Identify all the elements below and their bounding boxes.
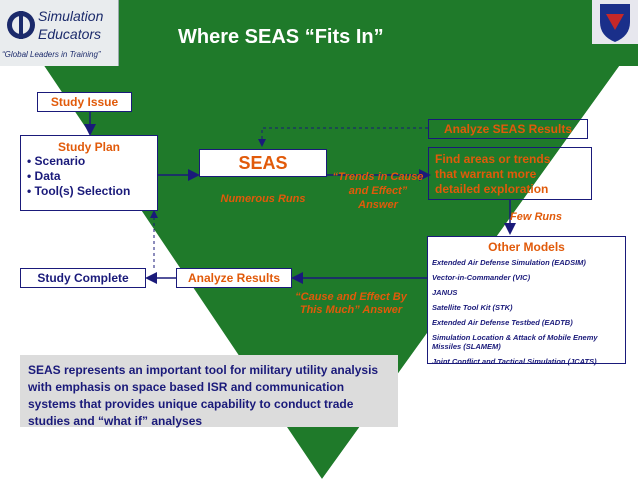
study-plan-box: Study Plan • Scenario • Data • Tool(s) S…	[20, 135, 158, 211]
few-runs-label: Few Runs	[510, 211, 562, 223]
other-models-box: Other Models Extended Air Defense Simula…	[427, 236, 626, 366]
cause-effect-label: “Cause and Effect By This Much” Answer	[295, 291, 407, 316]
study-issue-box: Study Issue	[37, 92, 132, 112]
model-item: Extended Air Defense Simulation (EADSIM)	[432, 258, 586, 267]
model-item: JANUS	[432, 288, 458, 297]
logo-line1: Simulation	[38, 8, 104, 24]
seas-title: SEAS	[199, 149, 327, 177]
summary-note: SEAS represents an important tool for mi…	[20, 355, 398, 428]
find-areas-box: Find areas or trends that warrant more d…	[428, 147, 592, 200]
header-bar: Simulation Educators “Global Leaders in …	[0, 0, 638, 66]
model-item: Satellite Tool Kit (STK)	[432, 303, 513, 312]
study-complete-box: Study Complete	[20, 268, 146, 288]
study-complete-label: Study Complete	[37, 271, 129, 285]
logo-line2: Educators	[38, 26, 102, 42]
logo-tagline: “Global Leaders in Training”	[2, 50, 101, 59]
model-item: Extended Air Defense Testbed (EADTB)	[432, 318, 573, 327]
study-plan-item: • Data	[27, 169, 61, 183]
model-item: Joint Conflict and Tactical Simulation (…	[432, 357, 597, 366]
analyze-results-label: Analyze Results	[187, 271, 281, 285]
analyze-results-box: Analyze Results	[176, 268, 292, 288]
study-issue-label: Study Issue	[50, 95, 119, 109]
emblem-icon	[592, 0, 638, 44]
page-title: Where SEAS “Fits In”	[178, 26, 384, 48]
seas-subtitle: Numerous Runs	[220, 193, 306, 205]
logo-icon	[7, 11, 35, 39]
model-item: Simulation Location & Attack of Mobile E…	[432, 333, 598, 351]
other-models-list: Extended Air Defense Simulation (EADSIM)…	[432, 258, 621, 366]
study-plan-item: • Tool(s) Selection	[27, 184, 131, 198]
model-item: Vector-in-Commander (VIC)	[432, 273, 531, 282]
other-models-title: Other Models	[488, 240, 565, 254]
seas-box: SEAS Numerous Runs	[199, 145, 327, 205]
trends-label: “Trends in Cause and Effect” Answer	[332, 171, 424, 211]
logo: Simulation Educators “Global Leaders in …	[0, 0, 119, 66]
study-plan-item: • Scenario	[27, 154, 86, 168]
find-areas-label: Find areas or trends that warrant more d…	[435, 152, 551, 196]
analyze-seas-results-box: Analyze SEAS Results	[428, 119, 588, 139]
study-plan-title: Study Plan	[57, 140, 120, 154]
analyze-seas-results-label: Analyze SEAS Results	[443, 122, 573, 136]
